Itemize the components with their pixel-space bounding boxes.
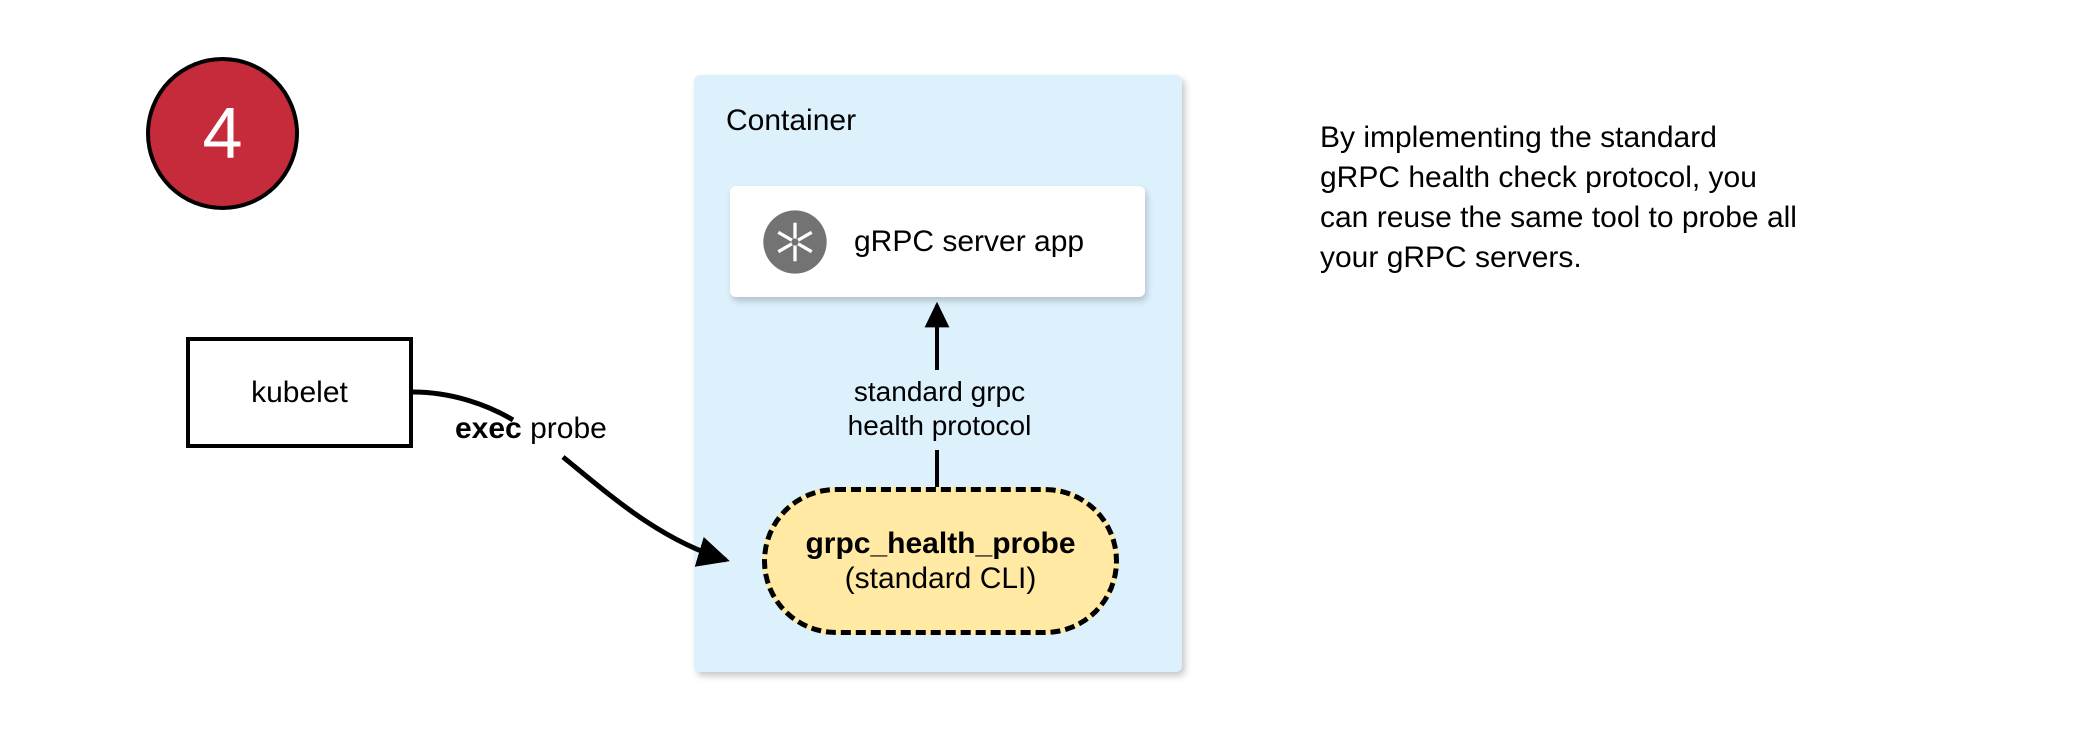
edge-label-protocol-line2: health protocol (847, 410, 1032, 442)
node-kubelet: kubelet (186, 337, 413, 448)
node-grpc-server-app: gRPC server app (730, 186, 1145, 297)
node-container-title: Container (726, 104, 857, 137)
edge-label-protocol: standard grpc health protocol (832, 375, 1047, 443)
node-grpc-health-probe-title: grpc_health_probe (805, 526, 1076, 560)
edge-label-exec-probe-bold: exec (455, 412, 522, 445)
explanatory-note-line2: gRPC health check protocol, you (1320, 160, 1757, 194)
explanatory-note-line4: your gRPC servers. (1320, 240, 1582, 274)
node-grpc-health-probe-subtitle: (standard CLI) (844, 562, 1037, 595)
node-kubelet-label: kubelet (251, 375, 348, 409)
step-number-badge: 4 (146, 57, 299, 210)
explanatory-note-line3: can reuse the same tool to probe all (1320, 200, 1797, 234)
aperture-icon (763, 209, 827, 274)
step-number-label: 4 (202, 93, 243, 174)
explanatory-note: By implementing the standard gRPC health… (1320, 118, 1900, 278)
node-grpc-server-app-label: gRPC server app (854, 224, 1085, 258)
edge-label-protocol-line1: standard grpc (853, 376, 1026, 407)
edge-label-exec-probe: exec probe (455, 414, 607, 444)
edge-label-exec-probe-rest: probe (521, 412, 607, 445)
node-grpc-health-probe: grpc_health_probe (standard CLI) (762, 487, 1119, 635)
explanatory-note-line1: By implementing the standard (1320, 121, 1717, 154)
